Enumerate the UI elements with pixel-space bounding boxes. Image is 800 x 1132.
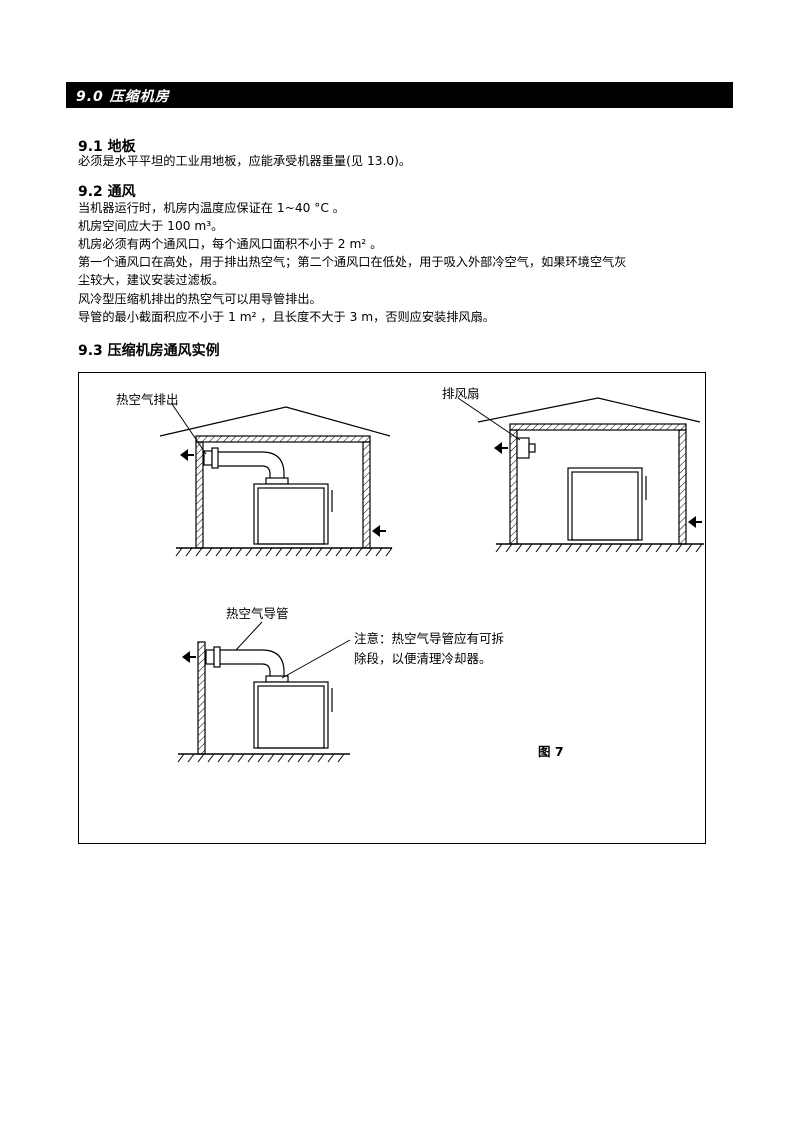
ventilation-line-2: 机房空间应大于 100 m³。 [78, 219, 224, 233]
figure-caption: 图 7 [538, 744, 564, 759]
room-hot-air-duct [177, 621, 351, 763]
figure-frame [78, 372, 706, 844]
label-note-line-2: 除段，以便清理冷却器。 [354, 651, 492, 666]
label-note-line-1: 注意：热空气导管应有可拆 [354, 631, 505, 646]
floor-text: 必须是水平平坦的工业用地板，应能承受机器重量(见 13.0)。 [78, 154, 412, 168]
label-exhaust-fan: 排风扇 [442, 386, 480, 401]
ventilation-line-3: 机房必须有两个通风口，每个通风口面积不小于 2 m² 。 [78, 237, 383, 251]
ventilation-line-4: 第一个通风口在高处，用于排出热空气；第二个通风口在低处，用于吸入外部冷空气，如果… [78, 255, 627, 269]
room-exhaust-fan [457, 397, 704, 553]
section-title: 9.0 压缩机房 [76, 89, 170, 105]
ventilation-heading: 9.2 通风 [78, 184, 136, 200]
ventilation-line-5: 尘较大，建议安装过滤板。 [78, 273, 225, 287]
room-hot-air-outlet [159, 403, 393, 557]
label-hot-air-duct: 热空气导管 [226, 606, 289, 621]
ventilation-line-1: 当机器运行时，机房内温度应保证在 1~40 °C 。 [78, 201, 345, 215]
section-header-bar: 9.0 压缩机房 [66, 82, 733, 108]
ventilation-line-6: 风冷型压缩机排出的热空气可以用导管排出。 [78, 292, 322, 306]
label-hot-air-out: 热空气排出 [116, 392, 179, 407]
example-heading: 9.3 压缩机房通风实例 [78, 343, 220, 359]
ventilation-line-7: 导管的最小截面积应不小于 1 m² ，且长度不大于 3 m，否则应安装排风扇。 [78, 310, 495, 324]
floor-heading: 9.1 地板 [78, 139, 136, 155]
